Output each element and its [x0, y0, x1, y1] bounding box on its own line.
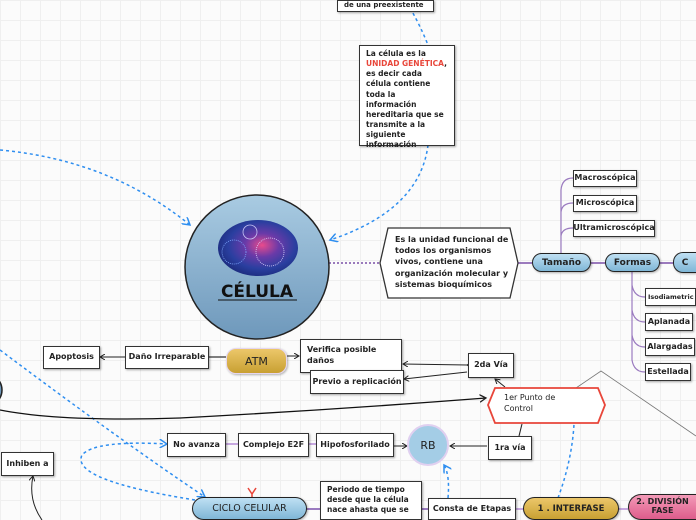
- formas-item[interactable]: Isodiametric: [645, 288, 696, 306]
- inhiben-node[interactable]: Inhiben a: [1, 452, 54, 476]
- verifica-node[interactable]: Verifica posible daños: [300, 339, 402, 373]
- no-avanza-node[interactable]: No avanza: [167, 433, 226, 457]
- description-text: Es la unidad funcional de todos los orga…: [395, 235, 509, 289]
- control-point-hexagon[interactable]: [487, 387, 606, 424]
- node-preexistente[interactable]: de una preexistente: [337, 0, 434, 12]
- cell-image-icon: [218, 220, 298, 276]
- rb-label: RB: [420, 438, 436, 452]
- next-node[interactable]: C: [673, 252, 696, 273]
- central-title: CÉLULA: [221, 280, 294, 302]
- periodo-node[interactable]: Periodo de tiempo desde que la célula na…: [320, 481, 422, 520]
- previo-replicacion-node[interactable]: Previo a replicación: [310, 370, 404, 394]
- division-fase-node[interactable]: 2. DIVISIÓN FASE: [628, 494, 696, 520]
- formas-item[interactable]: Estellada: [645, 363, 691, 381]
- dano-irreparable-node[interactable]: Daño Irreparable: [125, 346, 209, 369]
- control-point-text: 1er Punto de Control: [504, 393, 556, 414]
- hipofosforilado-node[interactable]: Hipofosforilado: [316, 433, 394, 457]
- ciclo-celular-node[interactable]: CICLO CELULAR: [192, 497, 307, 520]
- tamano-item[interactable]: Microscópica: [573, 195, 637, 212]
- complejo-e2f-node[interactable]: Complejo E2F: [238, 433, 309, 457]
- formas-item[interactable]: Aplanada: [645, 313, 693, 331]
- rb-node[interactable]: [407, 424, 449, 466]
- tamano-item[interactable]: Ultramicroscópica: [573, 220, 655, 237]
- atm-node[interactable]: ATM: [226, 348, 287, 374]
- formas-node[interactable]: Formas: [605, 253, 660, 272]
- central-node-celula[interactable]: CÉLULA: [184, 194, 330, 340]
- tamano-node[interactable]: Tamaño: [532, 253, 591, 272]
- primera-via-node[interactable]: 1ra vía: [488, 436, 532, 460]
- apoptosis-node[interactable]: Apoptosis: [43, 346, 100, 369]
- segunda-via-node[interactable]: 2da Vía: [468, 353, 514, 378]
- tamano-item[interactable]: Macroscópica: [573, 170, 637, 187]
- highlight-text: UNIDAD GENÉTICA: [366, 59, 445, 69]
- description-hexagon[interactable]: [379, 227, 519, 299]
- node-text: de una preexistente: [344, 1, 424, 10]
- formas-item[interactable]: Alargadas: [645, 338, 695, 356]
- consta-etapas-node[interactable]: Consta de Etapas: [428, 498, 516, 520]
- interfase-node[interactable]: 1 . INTERFASE: [523, 497, 619, 520]
